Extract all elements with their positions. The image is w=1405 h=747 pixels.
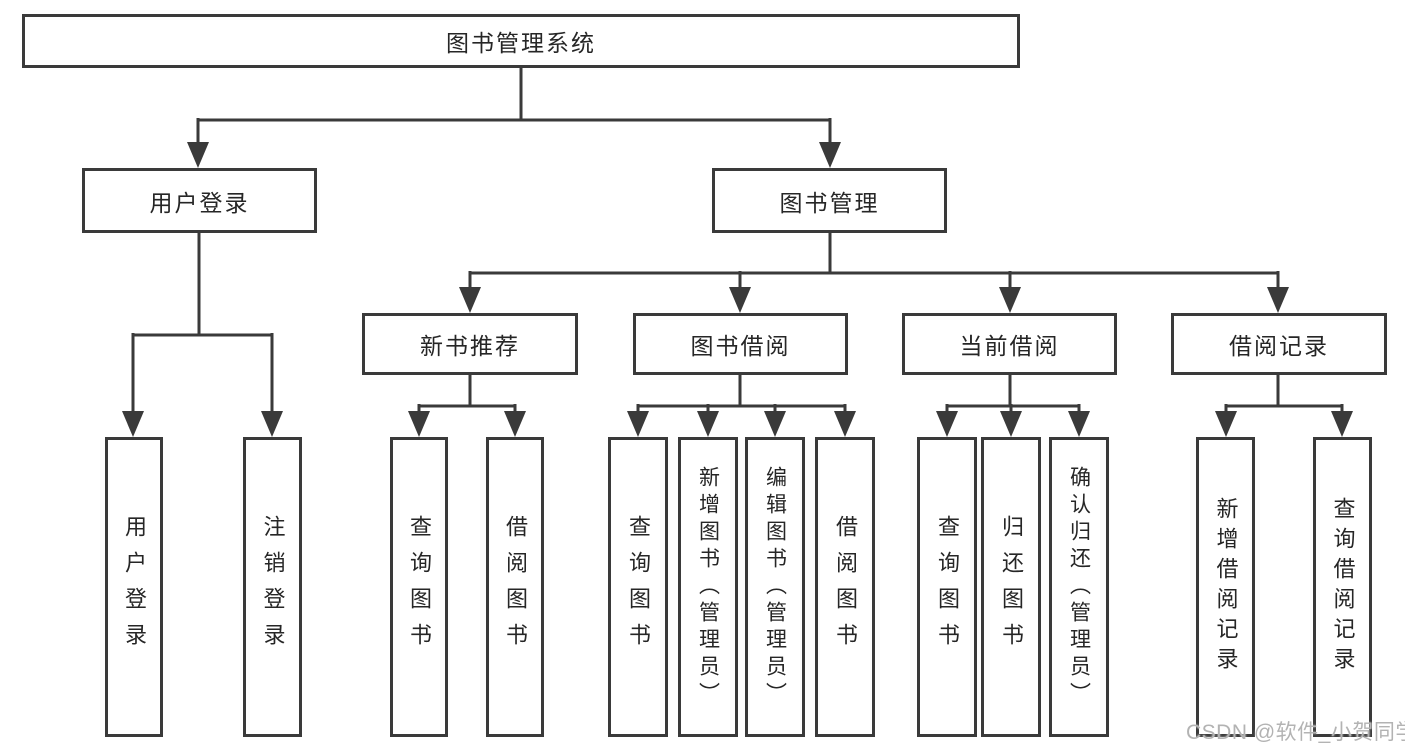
node-borrow-records: 借阅记录 <box>1171 313 1387 375</box>
leaf-borrow-books-2: 借阅图书 <box>815 437 875 737</box>
leaf-borrow-books-2-label: 借阅图书 <box>833 515 858 659</box>
connector-current-borrow-children <box>936 375 1090 437</box>
connector-book-management-children <box>459 233 1289 313</box>
node-current-borrow: 当前借阅 <box>902 313 1117 375</box>
leaf-query-books-2-label: 查询图书 <box>626 515 651 659</box>
node-current-borrow-label: 当前借阅 <box>959 333 1060 359</box>
connector-new-book-recommend-children <box>408 375 526 437</box>
leaf-logout: 注销登录 <box>243 437 302 737</box>
leaf-edit-book-admin: 编辑图书（管理员） <box>745 437 805 737</box>
node-book-management-label: 图书管理 <box>779 189 880 216</box>
leaf-add-borrow-record-label: 新增借阅记录 <box>1213 497 1239 677</box>
leaf-return-book: 归还图书 <box>981 437 1041 737</box>
node-new-book-recommend: 新书推荐 <box>362 313 578 375</box>
node-library-system-label: 图书管理系统 <box>446 30 596 56</box>
leaf-confirm-return-admin-label: 确认归还（管理员） <box>1067 465 1091 709</box>
node-book-management: 图书管理 <box>712 168 947 233</box>
node-user-login-label: 用户登录 <box>149 189 250 216</box>
leaf-query-books-3-label: 查询图书 <box>935 515 960 659</box>
leaf-borrow-books-1-label: 借阅图书 <box>503 515 528 659</box>
leaf-logout-label: 注销登录 <box>260 515 286 659</box>
leaf-return-book-label: 归还图书 <box>999 515 1024 659</box>
node-book-borrow: 图书借阅 <box>633 313 848 375</box>
leaf-user-login: 用户登录 <box>105 437 163 737</box>
node-borrow-records-label: 借阅记录 <box>1229 333 1329 359</box>
node-user-login: 用户登录 <box>82 168 317 233</box>
connector-user-login-children <box>122 233 283 437</box>
leaf-add-borrow-record: 新增借阅记录 <box>1196 437 1255 737</box>
connector-root-to-level1 <box>187 68 841 168</box>
leaf-confirm-return-admin: 确认归还（管理员） <box>1049 437 1109 737</box>
connector-book-borrow-children <box>627 375 856 437</box>
node-library-system: 图书管理系统 <box>22 14 1020 68</box>
leaf-add-book-admin-label: 新增图书（管理员） <box>696 465 720 709</box>
leaf-query-borrow-record: 查询借阅记录 <box>1313 437 1372 737</box>
leaf-add-book-admin: 新增图书（管理员） <box>678 437 738 737</box>
node-new-book-recommend-label: 新书推荐 <box>420 333 520 359</box>
leaf-borrow-books-1: 借阅图书 <box>486 437 544 737</box>
leaf-query-books-1: 查询图书 <box>390 437 448 737</box>
leaf-query-books-3: 查询图书 <box>917 437 977 737</box>
leaf-user-login-label: 用户登录 <box>122 515 147 659</box>
leaf-query-borrow-record-label: 查询借阅记录 <box>1330 497 1356 677</box>
node-book-borrow-label: 图书借阅 <box>690 333 791 359</box>
csdn-watermark: CSDN @软件_小贺同学 <box>1186 721 1405 744</box>
leaf-query-books-2: 查询图书 <box>608 437 668 737</box>
connector-borrow-records-children <box>1215 375 1353 437</box>
leaf-query-books-1-label: 查询图书 <box>407 515 432 659</box>
leaf-edit-book-admin-label: 编辑图书（管理员） <box>763 465 787 709</box>
